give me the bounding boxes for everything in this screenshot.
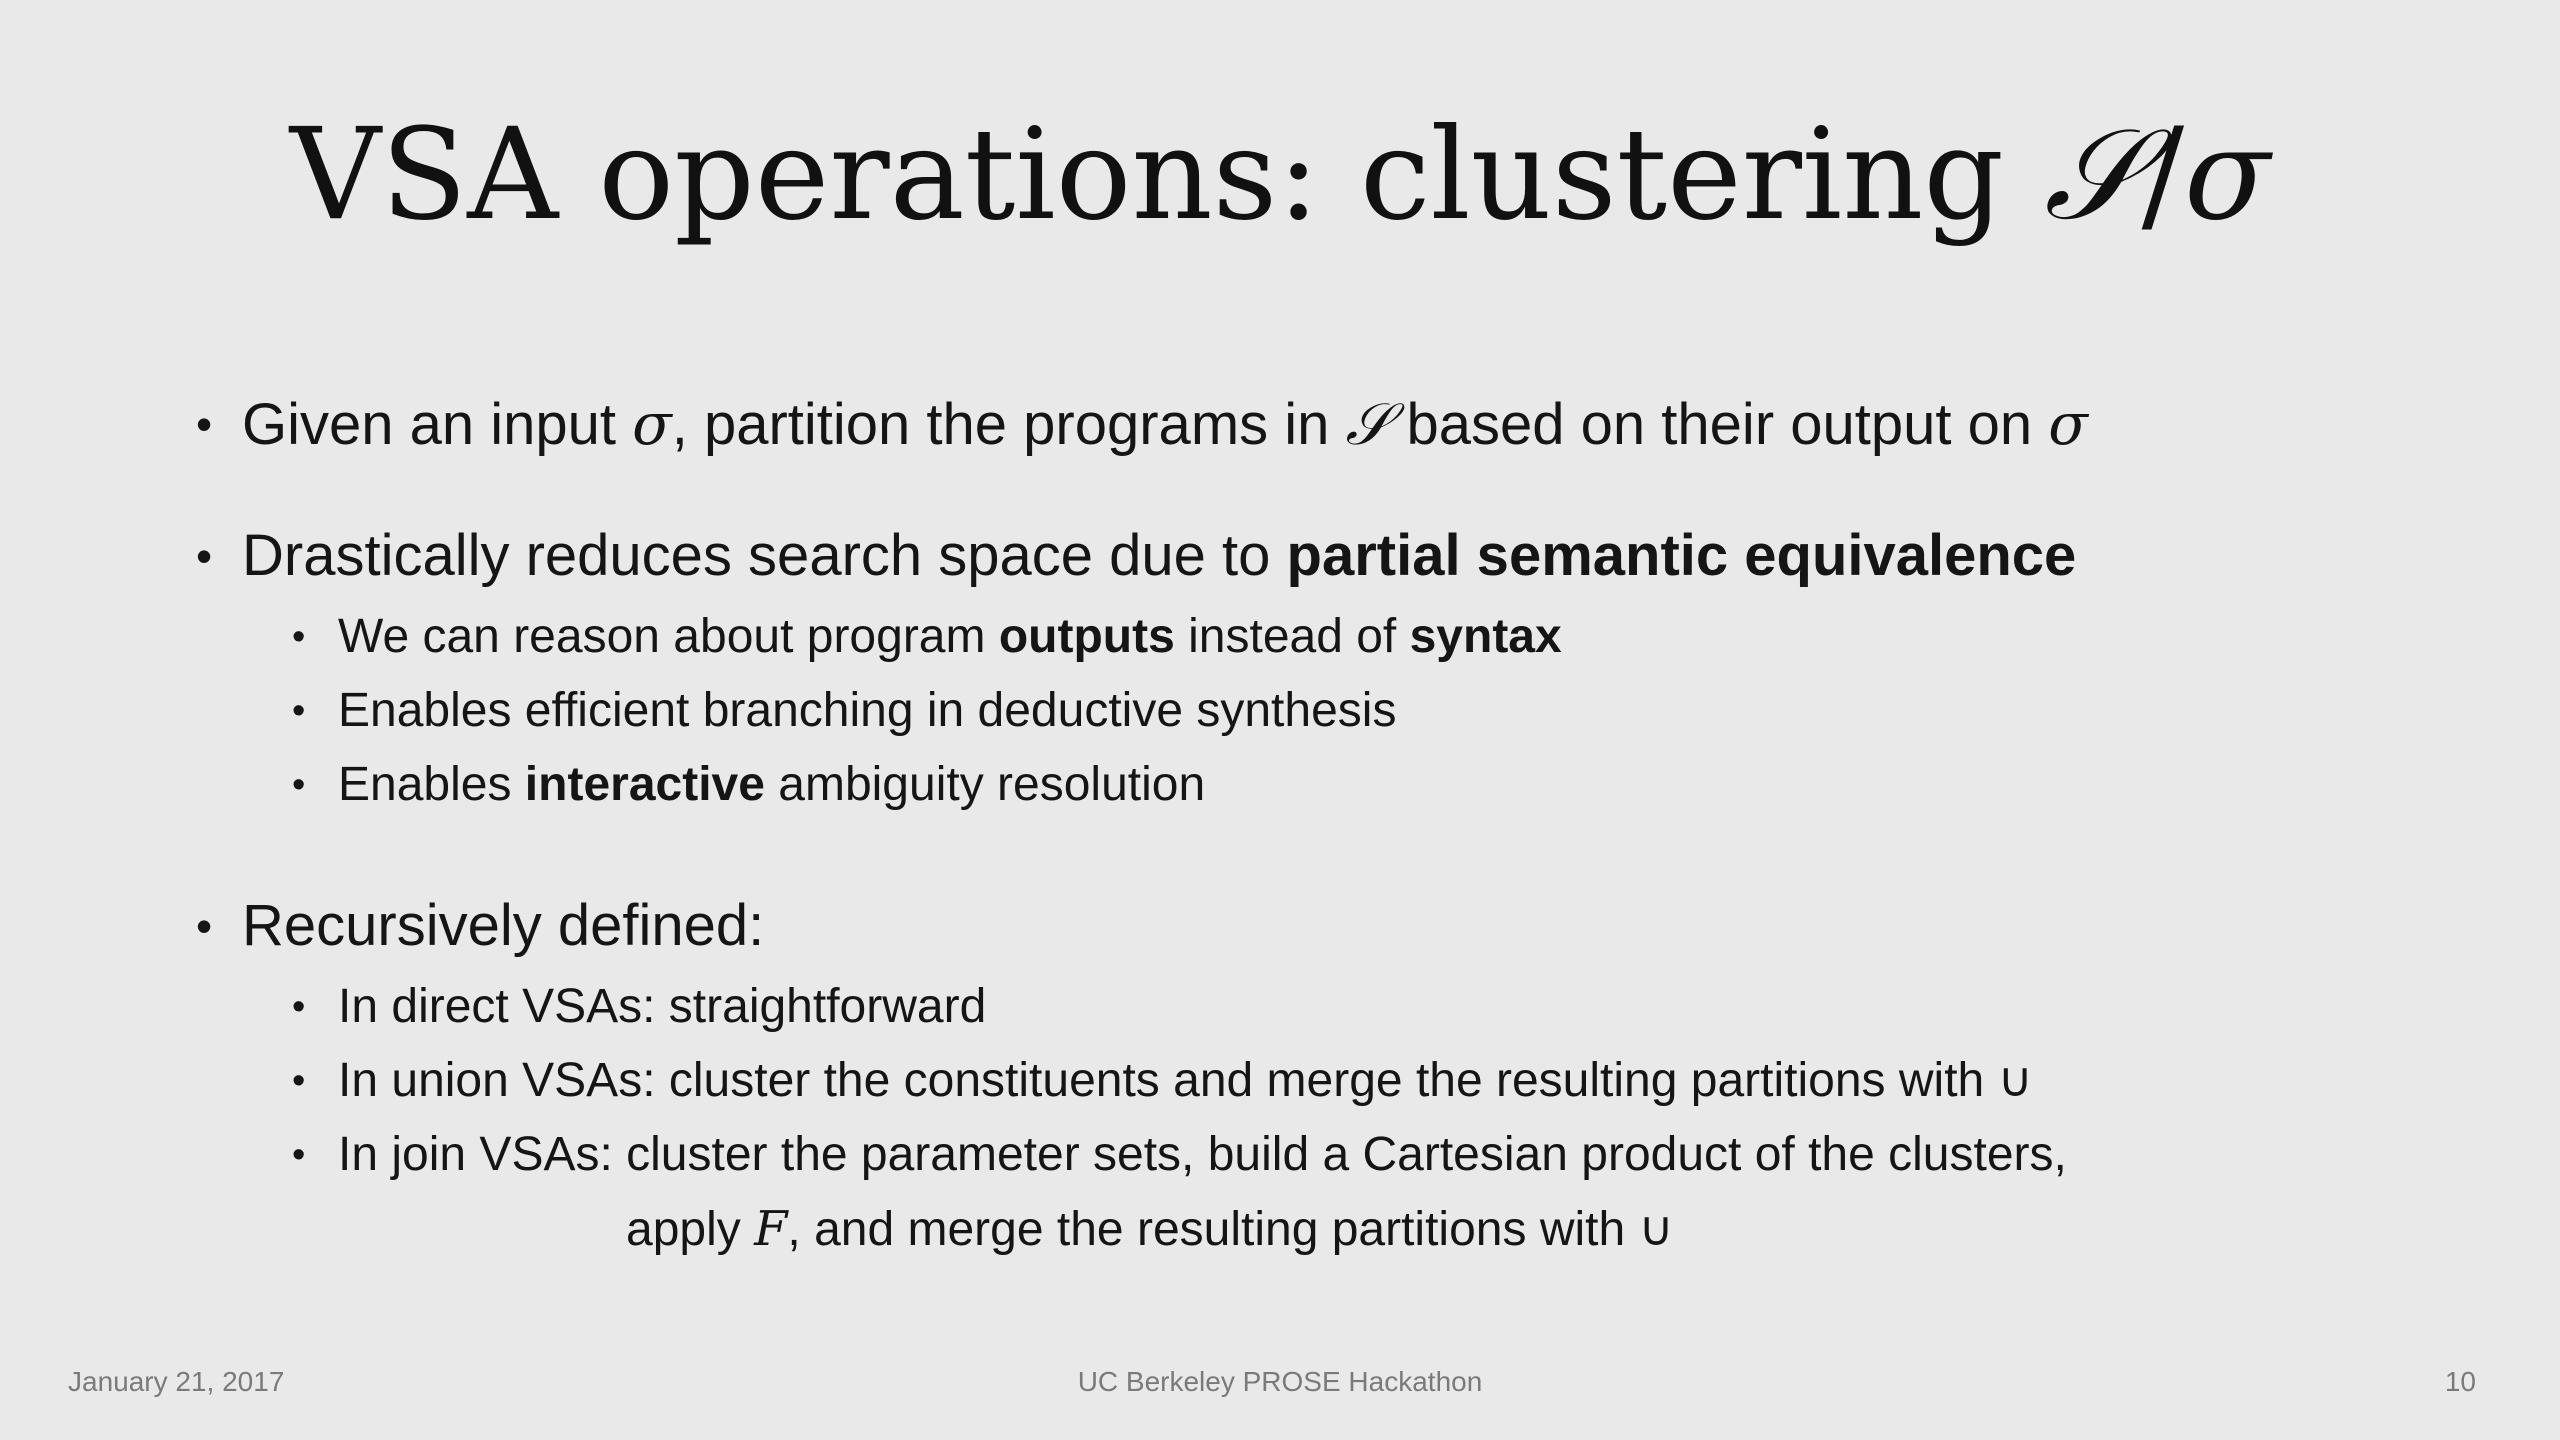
math-sigma: σ [632, 390, 672, 458]
text-run: In join VSAs: cluster the parameter sets… [338, 1128, 2067, 1181]
bold-run: outputs [998, 610, 1175, 663]
sub-bullet-3-1: • In direct VSAs: straightforward [292, 976, 986, 1038]
text-run: instead of [1174, 610, 1410, 663]
footer-page-number: 10 [2444, 1366, 2476, 1397]
sub-bullet-text: We can reason about program outputs inst… [338, 606, 1562, 668]
text-run: apply [626, 1203, 755, 1256]
sub-bullet-text: Enables interactive ambiguity resolution [338, 754, 1205, 816]
text-run: ambiguity resolution [764, 758, 1206, 811]
sub-bullet-text: In union VSAs: cluster the constituents … [338, 1050, 2033, 1112]
sub-bullet-3-3-continuation: apply F, and merge the resulting partiti… [626, 1198, 1674, 1261]
sub-bullet-text: In direct VSAs: straightforward [338, 976, 986, 1038]
math-f: F [754, 1201, 788, 1257]
title-math-sigma: σ [2184, 101, 2271, 248]
sub-bullet-2-3: • Enables interactive ambiguity resoluti… [292, 754, 1205, 816]
bullet-2: • Drastically reduces search space due t… [196, 520, 2076, 592]
bullet-1-text: Given an input σ, partition the programs… [242, 388, 2088, 461]
bullet-1: • Given an input σ, partition the progra… [196, 388, 2088, 461]
bullet-3: • Recursively defined: [196, 890, 764, 962]
sub-bullet-3-3: • In join VSAs: cluster the parameter se… [292, 1124, 2067, 1186]
text-run: We can reason about program [338, 610, 999, 663]
math-set: 𝒮 [1345, 390, 1391, 458]
bullet-dot: • [292, 1060, 306, 1102]
text-run: based on their output on [1390, 392, 2049, 457]
footer-date: January 21, 2017 [68, 1366, 285, 1397]
bold-run: syntax [1409, 610, 1562, 663]
bold-run: interactive [524, 758, 765, 811]
bullet-dot: • [196, 398, 213, 450]
title-math-slash: / [2141, 101, 2185, 248]
sub-bullet-2-1: • We can reason about program outputs in… [292, 606, 1562, 668]
text-run: Enables efficient branching in deductive… [338, 684, 1397, 737]
footer-event: UC Berkeley PROSE Hackathon [1077, 1366, 1483, 1397]
bullet-2-text: Drastically reduces search space due to … [242, 520, 2076, 592]
text-run: Drastically reduces search space due to [242, 523, 1287, 588]
text-run: , partition the programs in [671, 392, 1346, 457]
math-sigma: σ [2048, 390, 2088, 458]
bold-run: partial semantic equivalence [1286, 523, 2077, 588]
bullet-dot: • [292, 1134, 306, 1176]
text-run: In union VSAs: cluster the constituents … [338, 1054, 2033, 1107]
text-run: In direct VSAs: straightforward [338, 980, 987, 1033]
bullet-dot: • [196, 900, 213, 952]
bullet-dot: • [196, 530, 213, 582]
bullet-dot: • [292, 764, 306, 806]
bullet-dot: • [292, 986, 306, 1028]
text-run: Recursively defined: [242, 893, 765, 958]
bullet-dot: • [292, 616, 306, 658]
sub-bullet-text: Enables efficient branching in deductive… [338, 680, 1396, 742]
sub-bullet-text: In join VSAs: cluster the parameter sets… [338, 1124, 2067, 1186]
bullet-dot: • [292, 690, 306, 732]
title-text: VSA operations: clustering [289, 101, 2045, 248]
text-run: , and merge the resulting partitions wit… [787, 1203, 1674, 1256]
slide-title: VSA operations: clustering 𝒮/σ [0, 100, 2560, 250]
title-math-set: 𝒮 [2044, 101, 2142, 248]
sub-bullet-2-2: • Enables efficient branching in deducti… [292, 680, 1396, 742]
text-run: Enables [338, 758, 525, 811]
sub-bullet-3-2: • In union VSAs: cluster the constituent… [292, 1050, 2033, 1112]
text-run: Given an input [242, 392, 633, 457]
bullet-3-text: Recursively defined: [242, 890, 764, 962]
